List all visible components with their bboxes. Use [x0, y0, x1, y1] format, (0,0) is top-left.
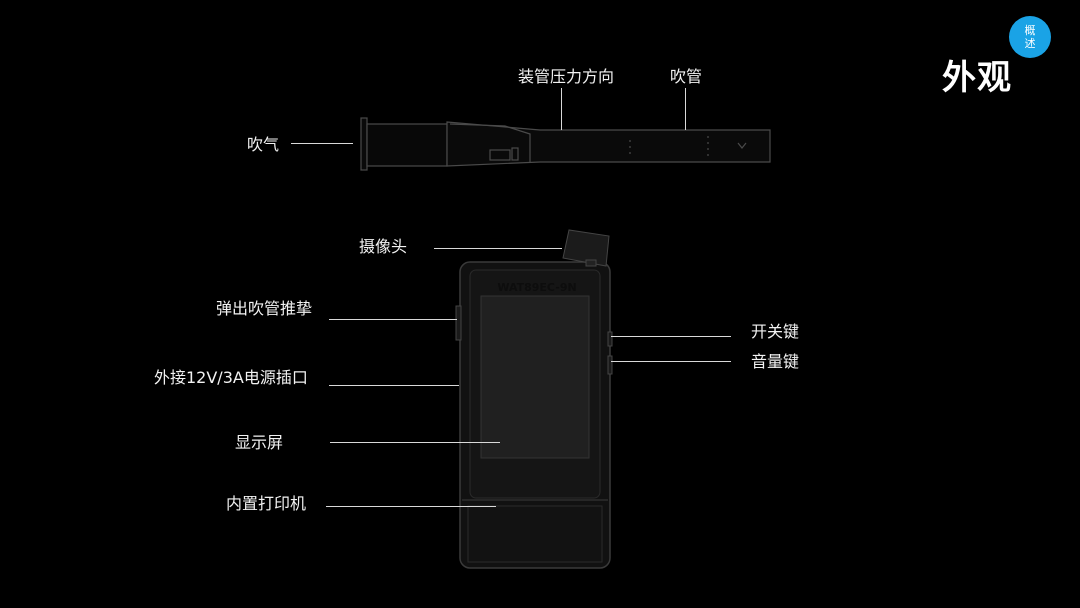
blow-tube-drawing: [360, 117, 771, 171]
leader-screen: [330, 442, 500, 443]
leader-volume-key: [611, 361, 731, 362]
leader-camera: [434, 248, 562, 249]
label-volume-key: 音量键: [751, 352, 800, 371]
leader-power-port: [329, 385, 459, 386]
device-model-label: WAT89EC-9N: [497, 281, 576, 294]
label-printer: 内置打印机: [226, 494, 307, 513]
label-blow: 吹气: [247, 135, 280, 154]
leader-tube: [685, 88, 686, 130]
label-camera: 摄像头: [359, 237, 408, 256]
label-screen: 显示屏: [235, 433, 284, 452]
breathalyzer-device-drawing: [455, 229, 613, 569]
leader-blow: [291, 143, 353, 144]
label-power-key: 开关键: [751, 322, 800, 341]
label-power-port: 外接12V/3A电源插口: [154, 368, 308, 387]
page-title: 外观: [942, 58, 1012, 98]
leader-power-key: [611, 336, 731, 337]
leader-pressure-direction: [561, 88, 562, 130]
label-tube: 吹管: [670, 67, 703, 86]
label-eject-tube: 弹出吹管推挚: [216, 299, 313, 318]
overview-badge: 概 述: [1009, 16, 1051, 58]
label-pressure-direction: 装管压力方向: [518, 67, 615, 86]
leader-eject-tube: [329, 319, 457, 320]
badge-text-2: 述: [1024, 37, 1036, 50]
badge-text-1: 概: [1024, 24, 1036, 37]
leader-printer: [326, 506, 496, 507]
